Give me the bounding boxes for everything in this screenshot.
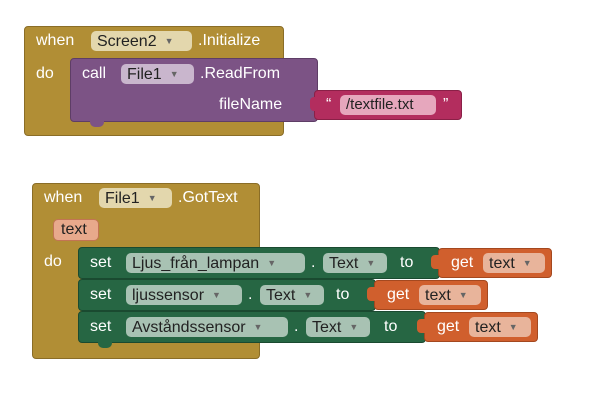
get-keyword: get bbox=[437, 318, 460, 335]
ljussensor-component-dropdown[interactable]: ljussensor▼ bbox=[126, 285, 242, 305]
set-keyword: set bbox=[90, 318, 112, 335]
dropdown-arrow-icon: ▼ bbox=[522, 258, 532, 268]
text-property-dropdown[interactable]: Text▼ bbox=[306, 317, 370, 337]
string-open-quote: “ bbox=[326, 96, 332, 113]
dropdown-arrow-icon: ▼ bbox=[267, 258, 277, 268]
property-dot: . bbox=[294, 318, 299, 335]
set-keyword: set bbox=[90, 286, 112, 303]
ljus-fran-lampan-component-dropdown[interactable]: Ljus_från_lampan▼ bbox=[126, 253, 305, 273]
dropdown-arrow-icon: ▼ bbox=[147, 193, 157, 203]
call-keyword: call bbox=[82, 65, 107, 82]
avstandssensor-component-dropdown[interactable]: Avståndssensor▼ bbox=[126, 317, 288, 337]
text-parameter-label: text bbox=[61, 221, 87, 238]
dropdown-arrow-icon: ▼ bbox=[349, 322, 359, 332]
initialize-event-label: .Initialize bbox=[198, 32, 261, 49]
when-keyword: when bbox=[44, 189, 83, 206]
do-keyword: do bbox=[44, 253, 62, 270]
dropdown-arrow-icon: ▼ bbox=[508, 322, 518, 332]
file1-readfrom-call-block[interactable] bbox=[70, 58, 318, 122]
get-keyword: get bbox=[387, 286, 410, 303]
file1-component-dropdown[interactable]: File1▼ bbox=[121, 64, 194, 84]
text-variable-dropdown[interactable]: text▼ bbox=[483, 253, 545, 273]
property-dot: . bbox=[311, 254, 316, 271]
dropdown-arrow-icon: ▼ bbox=[212, 290, 221, 300]
dropdown-arrow-icon: ▼ bbox=[458, 290, 468, 300]
property-dot: . bbox=[248, 286, 253, 303]
filename-text-field[interactable]: /textfile.txt bbox=[340, 95, 436, 115]
filename-arg-label: fileName bbox=[219, 96, 283, 113]
set-keyword: set bbox=[90, 254, 112, 271]
dropdown-arrow-icon: ▼ bbox=[253, 322, 263, 332]
text-variable-dropdown[interactable]: text▼ bbox=[469, 317, 531, 337]
text-property-dropdown[interactable]: Text▼ bbox=[260, 285, 324, 305]
text-event-parameter[interactable] bbox=[53, 219, 99, 241]
screen2-component-dropdown[interactable]: Screen2▼ bbox=[91, 31, 192, 51]
text-variable-dropdown[interactable]: text▼ bbox=[419, 285, 481, 305]
file1-event-component-dropdown[interactable]: File1▼ bbox=[99, 188, 172, 208]
get-keyword: get bbox=[451, 254, 474, 271]
gottext-event-label: .GotText bbox=[178, 189, 238, 206]
dropdown-arrow-icon: ▼ bbox=[164, 36, 174, 46]
dropdown-arrow-icon: ▼ bbox=[303, 290, 313, 300]
do-keyword: do bbox=[36, 65, 54, 82]
readfrom-method-label: .ReadFrom bbox=[200, 65, 281, 82]
when-keyword: when bbox=[36, 32, 75, 49]
to-keyword: to bbox=[336, 286, 350, 303]
to-keyword: to bbox=[400, 254, 414, 271]
dropdown-arrow-icon: ▼ bbox=[366, 258, 376, 268]
dropdown-arrow-icon: ▼ bbox=[169, 69, 179, 79]
text-property-dropdown[interactable]: Text▼ bbox=[323, 253, 387, 273]
to-keyword: to bbox=[384, 318, 398, 335]
string-close-quote: ” bbox=[443, 96, 449, 113]
